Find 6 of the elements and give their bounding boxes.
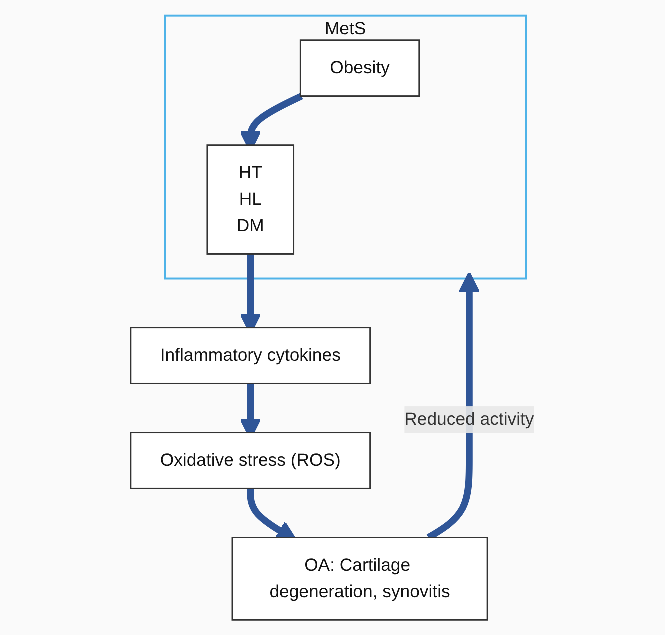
node-box: Inflammatory cytokines [130, 326, 371, 384]
node-box: Oxidative stress (ROS) [130, 432, 371, 489]
node-box: OA: Cartilage degeneration, synovitis [232, 536, 488, 620]
node-box: HT HL DM [206, 144, 294, 254]
edge-label: Reduced activity [404, 409, 534, 429]
node-box: Obesity [300, 39, 420, 97]
